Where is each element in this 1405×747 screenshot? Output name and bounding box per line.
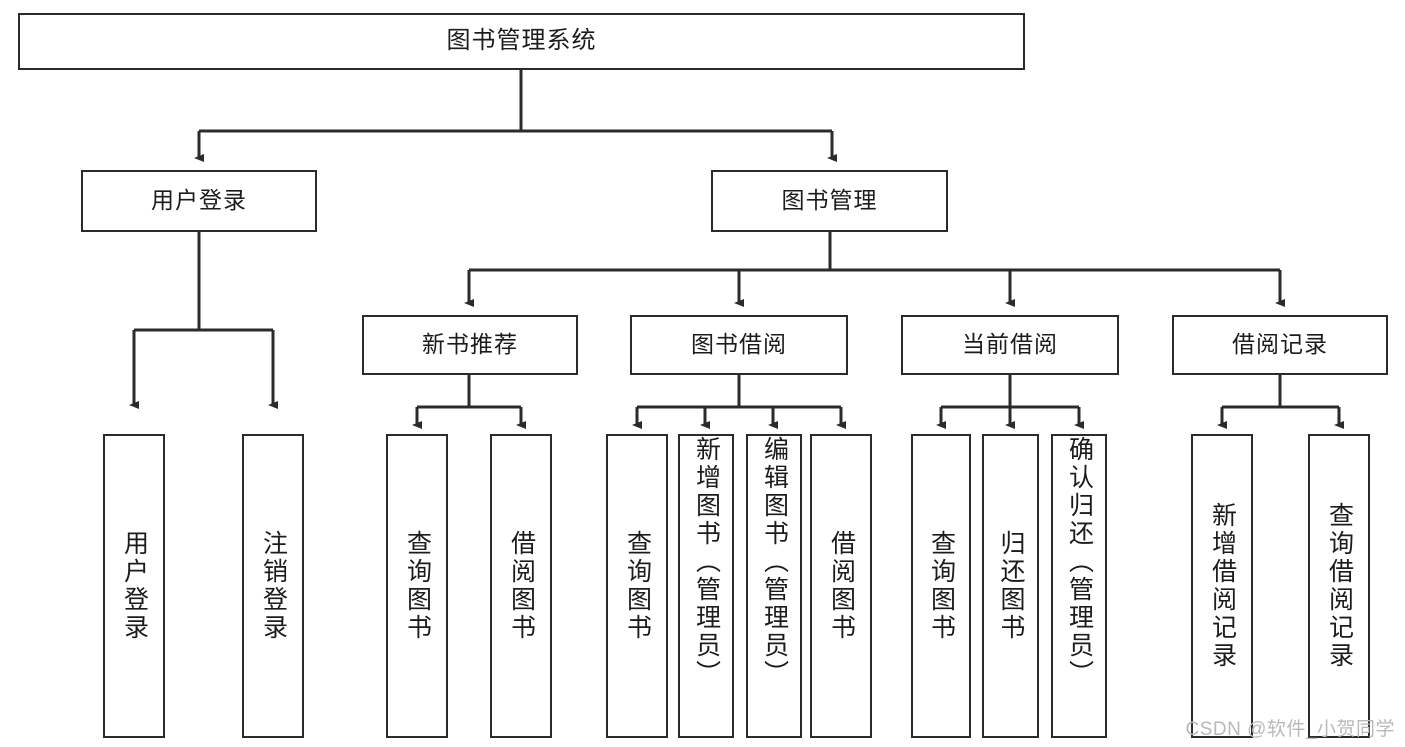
node-label: 确认归还（管理员） xyxy=(1065,436,1094,688)
node-new-book-recommend[interactable]: 新书推荐 xyxy=(362,315,578,375)
node-label: 新书推荐 xyxy=(422,331,518,358)
node-label: 注销登录 xyxy=(259,530,288,642)
leaf-borrow-query-book[interactable]: 查询图书 xyxy=(606,434,668,738)
node-label: 编辑图书（管理员） xyxy=(760,436,789,688)
node-root-system[interactable]: 图书管理系统 xyxy=(18,13,1025,70)
node-label: 用户登录 xyxy=(151,187,247,214)
node-label: 查询借阅记录 xyxy=(1325,502,1354,670)
node-label: 图书管理系统 xyxy=(446,27,597,55)
node-label: 用户登录 xyxy=(120,530,149,642)
node-label: 借阅记录 xyxy=(1232,331,1328,358)
node-label: 图书借阅 xyxy=(691,331,787,358)
node-label: 查询图书 xyxy=(927,530,956,642)
leaf-new-book-borrow[interactable]: 借阅图书 xyxy=(490,434,552,738)
leaf-records-add-record[interactable]: 新增借阅记录 xyxy=(1191,434,1253,738)
node-book-management[interactable]: 图书管理 xyxy=(711,170,948,232)
leaf-current-confirm-return-admin[interactable]: 确认归还（管理员） xyxy=(1051,434,1107,738)
node-user-login[interactable]: 用户登录 xyxy=(81,170,317,232)
leaf-records-query-record[interactable]: 查询借阅记录 xyxy=(1308,434,1370,738)
node-label: 查询图书 xyxy=(403,530,432,642)
leaf-borrow-add-book-admin[interactable]: 新增图书（管理员） xyxy=(678,434,734,738)
node-label: 借阅图书 xyxy=(827,530,856,642)
leaf-borrow-borrow-book[interactable]: 借阅图书 xyxy=(810,434,872,738)
leaf-current-return-book[interactable]: 归还图书 xyxy=(982,434,1039,738)
node-label: 查询图书 xyxy=(623,530,652,642)
leaf-user-login-login[interactable]: 用户登录 xyxy=(103,434,165,738)
leaf-borrow-edit-book-admin[interactable]: 编辑图书（管理员） xyxy=(746,434,802,738)
node-label: 图书管理 xyxy=(781,187,878,214)
node-borrow-records[interactable]: 借阅记录 xyxy=(1172,315,1388,375)
node-book-borrow[interactable]: 图书借阅 xyxy=(630,315,848,375)
node-label: 新增图书（管理员） xyxy=(692,436,721,688)
leaf-new-book-query[interactable]: 查询图书 xyxy=(386,434,448,738)
node-label: 当前借阅 xyxy=(962,331,1058,358)
node-label: 借阅图书 xyxy=(507,530,536,642)
node-current-borrow[interactable]: 当前借阅 xyxy=(901,315,1119,375)
leaf-current-query-book[interactable]: 查询图书 xyxy=(911,434,971,738)
node-label: 归还图书 xyxy=(997,530,1025,642)
node-label: 新增借阅记录 xyxy=(1208,502,1237,670)
leaf-user-login-logout[interactable]: 注销登录 xyxy=(242,434,304,738)
